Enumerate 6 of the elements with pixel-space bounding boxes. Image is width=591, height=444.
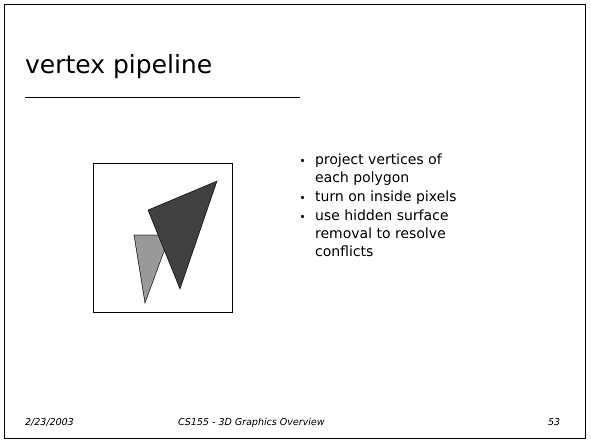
page-number: 53 xyxy=(548,417,560,428)
footer-date: 2/23/2003 xyxy=(25,417,74,428)
bullet-text: use hidden surface removal to resolve conflicts xyxy=(298,207,470,261)
footer-text: CS155 - 3D Graphics Overview xyxy=(178,417,325,428)
slide-title: vertex pipeline xyxy=(25,50,212,79)
bullet-text: turn on inside pixels xyxy=(298,188,470,206)
